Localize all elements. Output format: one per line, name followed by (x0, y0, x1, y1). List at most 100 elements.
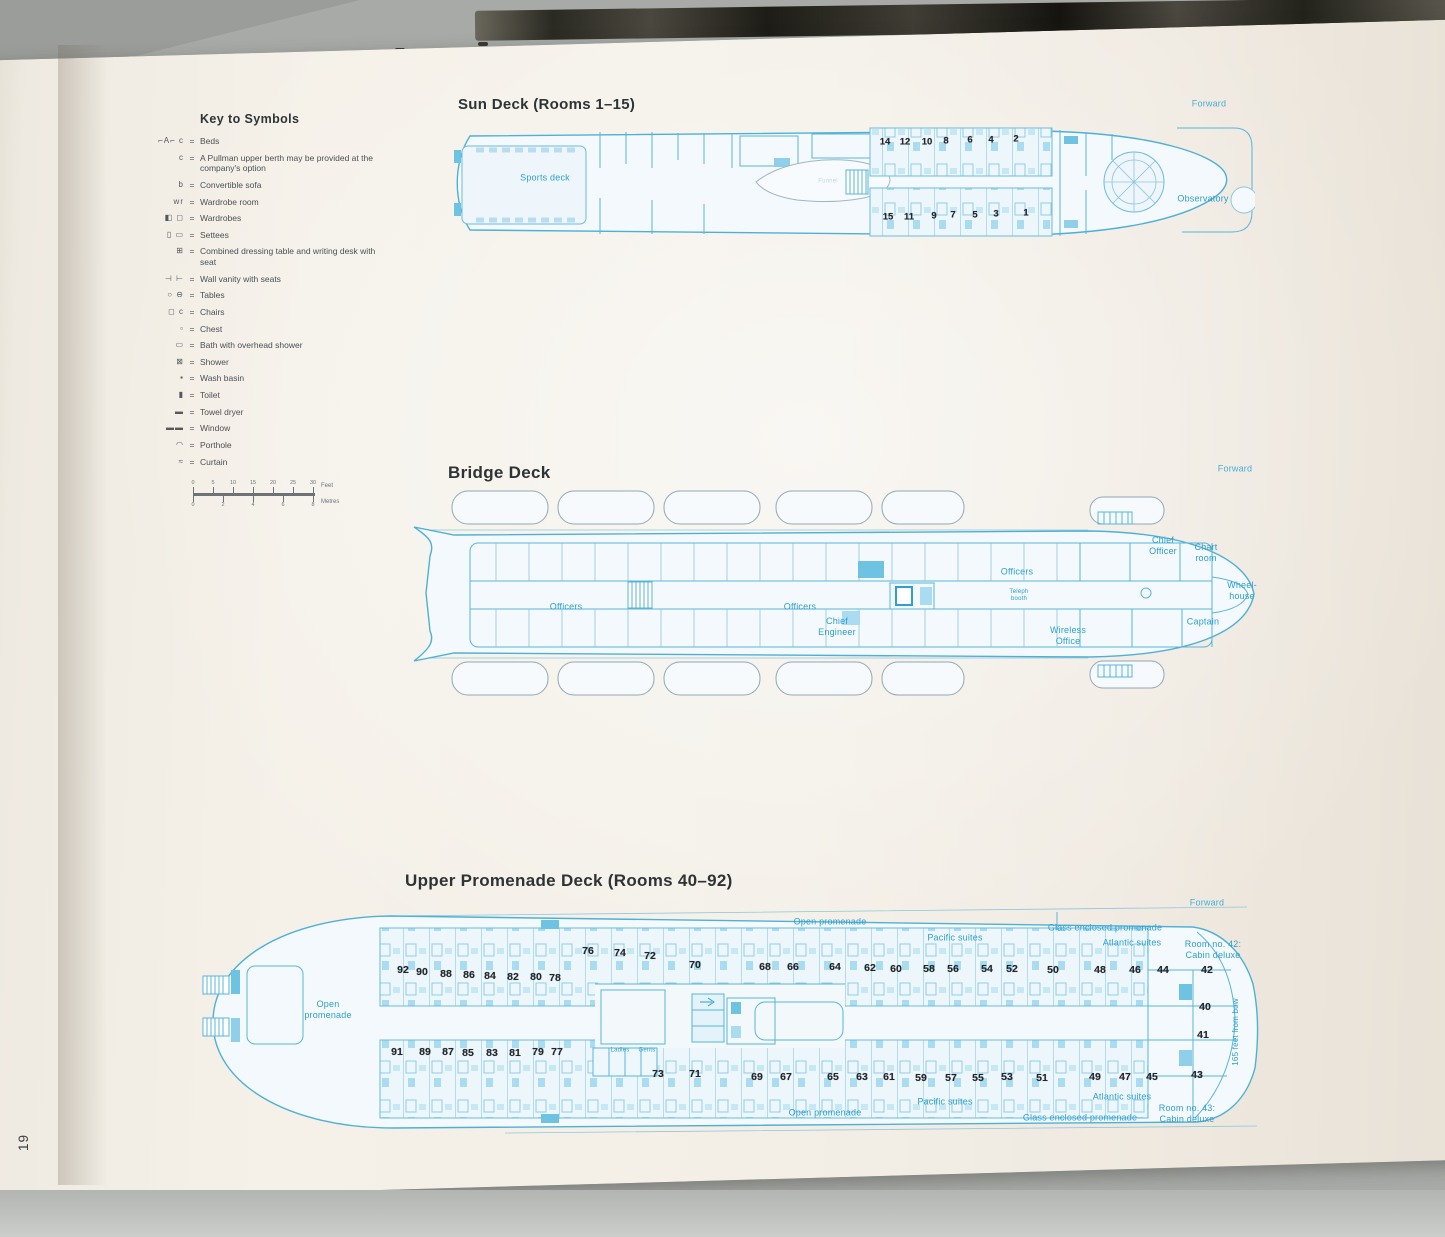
feet-unit-label: Feet (321, 483, 334, 490)
lifeboats (451, 490, 1165, 696)
room-number-53: 53 (1001, 1071, 1013, 1083)
key-label: Wardrobe room (200, 196, 259, 207)
room-number-48: 48 (1094, 964, 1106, 976)
room-number-70: 70 (689, 959, 701, 971)
pacific-suites-label: Pacific suites (927, 932, 983, 943)
room-number-51: 51 (1036, 1072, 1048, 1084)
room-number-61: 61 (883, 1071, 895, 1083)
key-label: Shower (200, 356, 229, 367)
wireless-office-label: Wireless Office (1049, 625, 1087, 646)
equals-sign: = (189, 179, 195, 190)
room-number-84: 84 (484, 970, 496, 982)
scale-tick (273, 487, 274, 494)
room-number-59: 59 (915, 1072, 927, 1084)
forward-label: Forward (1191, 98, 1227, 109)
scale-tick (313, 496, 314, 503)
room-number-56: 56 (947, 963, 959, 975)
bridge-deck-title: Bridge Deck (448, 463, 551, 482)
dressing-table-icon: ⊞ (176, 246, 184, 256)
room-number-14: 14 (879, 136, 891, 148)
curtain-icon: ≈ (178, 456, 184, 466)
room-number-49: 49 (1089, 1071, 1101, 1083)
equals-sign: = (189, 456, 195, 467)
upper-promenade-deck-plan: Upper Promenade Deck (Rooms 40–92) (195, 870, 1275, 1148)
open-promenade-label: Open promenade (793, 916, 867, 927)
bath-icon: ▭ (175, 340, 184, 350)
room-number-8: 8 (943, 135, 949, 147)
key-label: A Pullman upper berth may be provided at… (200, 152, 373, 174)
key-row: ▬▬=Window (138, 423, 383, 434)
key-label: Towel dryer (200, 406, 244, 417)
wardrobe-room-icon: wr (173, 196, 184, 206)
scale-tick-label: 4 (251, 502, 255, 509)
chief-engineer-label: Chief Engineer (818, 616, 856, 637)
room-number-87: 87 (442, 1046, 454, 1058)
equals-sign: = (189, 196, 195, 207)
chest-icon: ▫ (180, 323, 184, 333)
room-number-44: 44 (1157, 964, 1169, 976)
room-number-90: 90 (416, 966, 428, 978)
room-number-76: 76 (582, 945, 594, 957)
equals-sign: = (189, 373, 195, 384)
key-row: ▫ = Chest (138, 324, 383, 335)
scale-tick-label: 15 (249, 480, 257, 487)
key-row: ⌐A⌐ c=Beds (138, 136, 383, 147)
beds-icon: ⌐A⌐ c (158, 136, 184, 145)
key-row: ▮=Toilet (138, 390, 383, 401)
scale-tick (193, 487, 194, 494)
room-number-3: 3 (993, 208, 999, 220)
key-row: ○ ⊖=Tables (138, 290, 383, 301)
room-number-1: 1 (1023, 207, 1029, 219)
key-label: Combined dressing table and writing desk… (200, 246, 376, 267)
key-row: ⊞ = Combined dressing table and writing de… (138, 246, 383, 267)
key-row: ⊣ ⊢=Wall vanity with seats (138, 274, 383, 285)
officers-label: Officers (783, 601, 817, 612)
sun-deck-title: Sun Deck (Rooms 1–15) (458, 96, 636, 113)
room-number-55: 55 (972, 1072, 984, 1084)
room-number-79: 79 (532, 1046, 544, 1058)
key-label: Bath with overhead shower (200, 340, 303, 351)
chief-officer-label: Chief Officer (1149, 535, 1177, 556)
room-43-cabin-deluxe-label: Room no. 43: Cabin deluxe (1158, 1103, 1216, 1124)
glass-enclosed-promenade-label: Glass enclosed promenade (1047, 922, 1163, 933)
atlantic-suites-label: Atlantic suites (1092, 1091, 1152, 1102)
captain-label: Captain (1186, 616, 1220, 627)
scale-tick-label: 10 (229, 480, 237, 487)
equals-sign: = (189, 273, 195, 284)
room-number-81: 81 (509, 1047, 521, 1059)
scale-tick-label: 0 (191, 480, 195, 487)
sun-deck-plan: Sun Deck (Rooms 1–15) (440, 95, 1260, 255)
equals-sign: = (189, 246, 195, 257)
room-number-5: 5 (972, 209, 978, 221)
key-label: Chest (200, 323, 223, 334)
room-number-47: 47 (1119, 1071, 1131, 1083)
key-row: c=A Pullman upper berth may be provided … (138, 153, 383, 174)
chart-room-label: Chart room (1194, 542, 1218, 563)
room-number-80: 80 (530, 971, 542, 983)
room-number-66: 66 (787, 961, 799, 973)
key-label: Wardrobes (200, 213, 242, 224)
porthole-icon: ◠ (176, 439, 184, 449)
room-number-82: 82 (507, 971, 519, 983)
key-label: Convertible sofa (200, 179, 262, 190)
room-number-67: 67 (780, 1071, 792, 1083)
equals-sign: = (189, 229, 195, 240)
ladies-room-label: Ladies (610, 1047, 630, 1054)
scale-tick (293, 487, 294, 494)
key-label: Chairs (200, 306, 225, 317)
scale-line (193, 493, 315, 497)
room-number-69: 69 (751, 1071, 763, 1083)
pullman-berth-icon: c (179, 152, 184, 162)
room-number-77: 77 (551, 1046, 563, 1058)
scale-tick (193, 496, 194, 503)
tables-icon: ○ ⊖ (167, 290, 184, 300)
key-label: Tables (200, 290, 225, 301)
equals-sign: = (189, 356, 195, 367)
scale-tick (283, 496, 284, 503)
open-promenade-label: Open promenade (304, 999, 352, 1020)
equals-sign: = (189, 323, 195, 334)
